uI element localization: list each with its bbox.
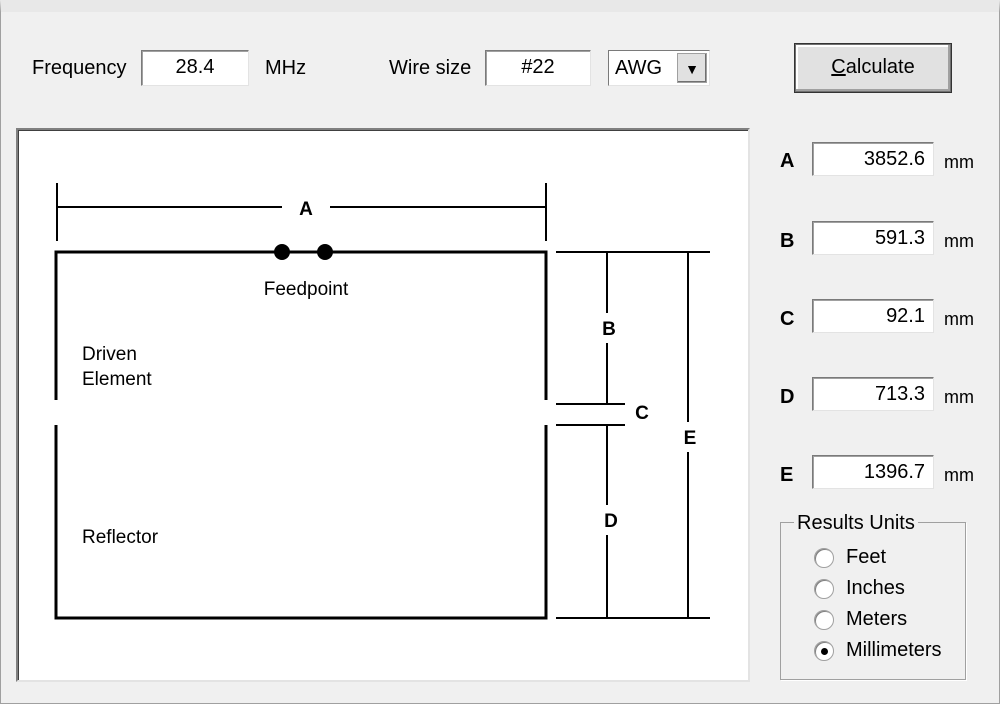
- dimension-a: [56, 183, 547, 241]
- calculate-button[interactable]: Calculate: [795, 44, 951, 92]
- result-b-unit: mm: [944, 231, 974, 251]
- result-d-field[interactable]: 713.3: [812, 377, 934, 411]
- wire-unit-value: AWG: [615, 57, 663, 79]
- reflector-label: Reflector: [82, 527, 159, 548]
- label-d: D: [604, 511, 618, 532]
- driven-element: [54, 250, 548, 400]
- result-d-unit: mm: [944, 387, 974, 407]
- feedpoint-label: Feedpoint: [264, 279, 349, 300]
- dropdown-arrow-icon[interactable]: ▼: [677, 53, 707, 83]
- frequency-input[interactable]: 28.4: [141, 50, 249, 86]
- result-e-unit: mm: [944, 465, 974, 485]
- diagram-panel: [16, 128, 750, 682]
- reflector-element: [54, 425, 548, 620]
- label-e: E: [684, 428, 697, 449]
- label-b: B: [602, 319, 616, 340]
- result-b-label: B: [780, 230, 795, 252]
- feedpoint-right-dot: [317, 244, 333, 260]
- result-d-label: D: [780, 386, 795, 408]
- results-units-title: Results Units: [794, 512, 918, 535]
- radio-millimeters-label[interactable]: Millimeters: [846, 639, 942, 661]
- result-a-field[interactable]: 3852.6: [812, 142, 934, 176]
- driven-label-line1: Driven: [82, 344, 137, 365]
- feedpoint-left-dot: [274, 244, 290, 260]
- wire-unit-select[interactable]: AWG ▼: [608, 50, 710, 86]
- radio-meters[interactable]: [814, 610, 834, 630]
- frequency-unit: MHz: [265, 57, 307, 79]
- result-c-label: C: [780, 308, 795, 330]
- radio-feet[interactable]: [814, 548, 834, 568]
- radio-inches-label[interactable]: Inches: [846, 577, 905, 599]
- result-a-unit: mm: [944, 152, 974, 172]
- driven-label-line2: Element: [82, 369, 152, 390]
- calculate-mnemonic: C: [831, 56, 846, 78]
- result-e-label: E: [780, 464, 794, 486]
- frequency-label: Frequency: [32, 57, 127, 79]
- result-b-field[interactable]: 591.3: [812, 221, 934, 255]
- label-c: C: [635, 403, 649, 424]
- result-a-label: A: [780, 150, 795, 172]
- wire-size-input[interactable]: #22: [485, 50, 591, 86]
- label-a: A: [299, 199, 313, 220]
- calculate-label: alculate: [845, 56, 915, 78]
- result-c-unit: mm: [944, 309, 974, 329]
- wire-size-label: Wire size: [389, 57, 472, 79]
- radio-feet-label[interactable]: Feet: [846, 546, 887, 568]
- radio-meters-label[interactable]: Meters: [846, 608, 908, 630]
- radio-millimeters[interactable]: [814, 641, 834, 661]
- dimension-lines: [556, 251, 710, 619]
- result-e-field[interactable]: 1396.7: [812, 455, 934, 489]
- radio-inches[interactable]: [814, 579, 834, 599]
- result-c-field[interactable]: 92.1: [812, 299, 934, 333]
